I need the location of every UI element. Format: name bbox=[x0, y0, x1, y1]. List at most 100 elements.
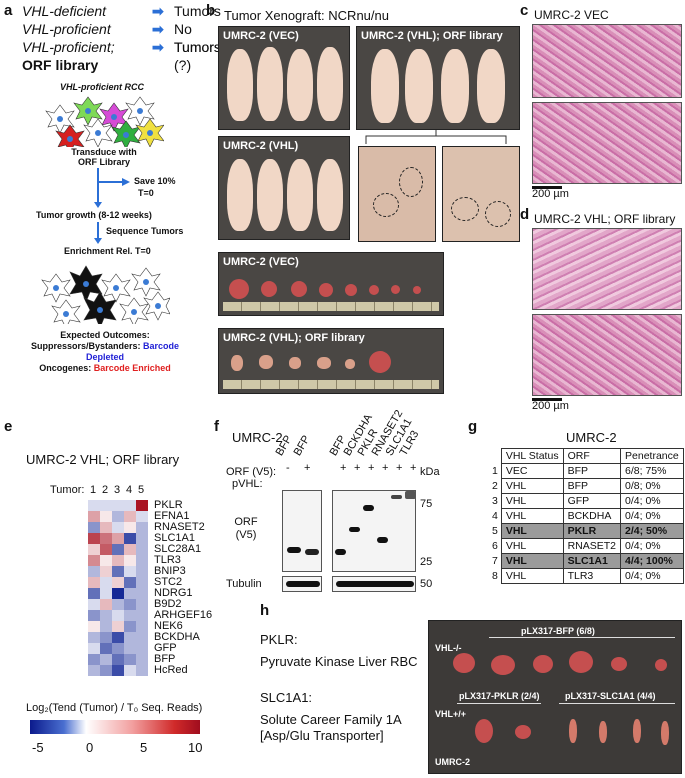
heatmap-cell bbox=[112, 665, 124, 676]
heatmap-cell bbox=[124, 643, 136, 654]
heatmap-cell bbox=[136, 533, 148, 544]
caption-line bbox=[457, 703, 541, 704]
right-arrow-icon: ➡ bbox=[152, 3, 164, 19]
heatmap-cell bbox=[124, 533, 136, 544]
heatmap-cell bbox=[112, 555, 124, 566]
right-arrow-icon: ➡ bbox=[152, 39, 164, 55]
growth-step: Tumor growth (8-12 weeks) bbox=[36, 210, 152, 220]
expected-outcomes: Expected Outcomes: Suppressors/Bystander… bbox=[20, 330, 190, 374]
heatmap-cell bbox=[100, 621, 112, 632]
photo-caption: pLX317-BFP (6/8) bbox=[521, 626, 595, 636]
heatmap-cell bbox=[100, 632, 112, 643]
tumor-circle bbox=[451, 197, 479, 221]
hypothesis-row: VHL-proficient ➡ No Tumors bbox=[22, 20, 221, 55]
blot-band bbox=[335, 549, 346, 555]
index-header bbox=[488, 449, 501, 464]
tumor-index: 1 bbox=[90, 484, 97, 496]
panel-e-label: e bbox=[4, 418, 13, 435]
pklr-desc: Pyruvate Kinase Liver RBC bbox=[260, 654, 418, 669]
heatmap-cell bbox=[88, 654, 100, 665]
panel-b-label: b bbox=[206, 2, 216, 19]
heatmap-cell bbox=[88, 500, 100, 511]
heatmap-cell bbox=[88, 522, 100, 533]
heatmap-cell bbox=[136, 522, 148, 533]
heatmap-cell bbox=[88, 566, 100, 577]
tumor-image bbox=[453, 653, 475, 673]
heatmap-cell bbox=[88, 544, 100, 555]
pvhl-row-label: pVHL: bbox=[232, 478, 263, 490]
table-cell-pen: 0/4; 0% bbox=[620, 538, 684, 554]
blot-band bbox=[305, 549, 319, 555]
panel-c-label: c bbox=[520, 2, 529, 19]
mouse-image bbox=[257, 47, 283, 121]
column-header: VHL Status bbox=[500, 448, 564, 464]
panel-f-label: f bbox=[214, 418, 219, 435]
colorbar-tick: 0 bbox=[86, 740, 94, 755]
photo-caption: UMRC-2 (VHL); ORF library bbox=[223, 332, 365, 344]
pvhl-sign: + bbox=[304, 462, 311, 474]
gene-label: NDRG1 bbox=[154, 587, 193, 599]
table-cell-status: VHL bbox=[500, 538, 564, 554]
t0-label: T=0 bbox=[138, 188, 154, 198]
panel-d-label: d bbox=[520, 206, 530, 223]
gene-label: TLR3 bbox=[154, 554, 181, 566]
tumor-image bbox=[231, 355, 243, 371]
table-cell-n: 7 bbox=[492, 555, 498, 567]
heatmap-cell bbox=[88, 621, 100, 632]
heatmap-cell bbox=[136, 621, 148, 632]
orf-blot-label: ORF (V5) bbox=[234, 516, 258, 541]
blot-band bbox=[391, 495, 402, 499]
pklr-title: PKLR: bbox=[260, 632, 298, 647]
heatmap-cell bbox=[112, 522, 124, 533]
photo-mice-vec: UMRC-2 (VEC) bbox=[218, 26, 350, 130]
heatmap-cell bbox=[124, 599, 136, 610]
heatmap-cell bbox=[100, 577, 112, 588]
heatmap-cell bbox=[112, 643, 124, 654]
heatmap-cell bbox=[124, 511, 136, 522]
histology-vec-title: UMRC-2 VEC bbox=[534, 8, 609, 22]
pvhl-sign: + bbox=[396, 462, 403, 474]
colorbar bbox=[30, 720, 200, 734]
heatmap-cell bbox=[100, 665, 112, 676]
heatmap-cell bbox=[88, 665, 100, 676]
tumor-image bbox=[345, 284, 357, 296]
pvhl-sign: + bbox=[368, 462, 375, 474]
hypothesis-outcome: No Tumors bbox=[174, 21, 221, 55]
blot-left-orf bbox=[282, 490, 322, 572]
tumor-image bbox=[569, 651, 593, 673]
heatmap-cell bbox=[136, 511, 148, 522]
marker-75: 75 bbox=[420, 498, 433, 510]
kda-label: kDa bbox=[420, 466, 440, 478]
histology-vhl-title: UMRC-2 VHL; ORF library bbox=[534, 212, 676, 226]
hypothesis-outcome: Tumors bbox=[174, 3, 221, 19]
heatmap-cell bbox=[112, 566, 124, 577]
blot-left-tubulin bbox=[282, 576, 322, 592]
heatmap-cell bbox=[88, 588, 100, 599]
caption-line bbox=[559, 703, 675, 704]
photo-caption: VHL+/+ bbox=[435, 709, 467, 719]
left-lane-labels: BFP-BFP+ bbox=[274, 430, 324, 474]
table-cell-pen: 4/4; 100% bbox=[620, 553, 684, 569]
heatmap-cell bbox=[100, 544, 112, 555]
heatmap-cell bbox=[112, 577, 124, 588]
table-cell-n: 4 bbox=[492, 510, 498, 522]
hypothesis-row: VHL-deficient ➡ Tumors bbox=[22, 2, 221, 20]
gene-label: HcRed bbox=[154, 664, 188, 676]
gene-label: SLC1A1 bbox=[154, 532, 195, 544]
mouse-image bbox=[317, 47, 343, 121]
table-cell-status: VHL bbox=[500, 493, 564, 509]
table-cell-n: 3 bbox=[492, 495, 498, 507]
photo-caption: UMRC-2 (VHL); ORF library bbox=[361, 30, 503, 42]
heatmap-cell bbox=[112, 511, 124, 522]
scale-label: 200 µm bbox=[532, 400, 569, 412]
heatmap-cell bbox=[124, 522, 136, 533]
gene-label: NEK6 bbox=[154, 620, 183, 632]
scale-bar bbox=[532, 186, 562, 189]
heatmap-cell bbox=[136, 632, 148, 643]
blot-right-tubulin bbox=[332, 576, 416, 592]
blot-band bbox=[349, 527, 360, 532]
table-cell-pen: 0/4; 0% bbox=[620, 493, 684, 509]
